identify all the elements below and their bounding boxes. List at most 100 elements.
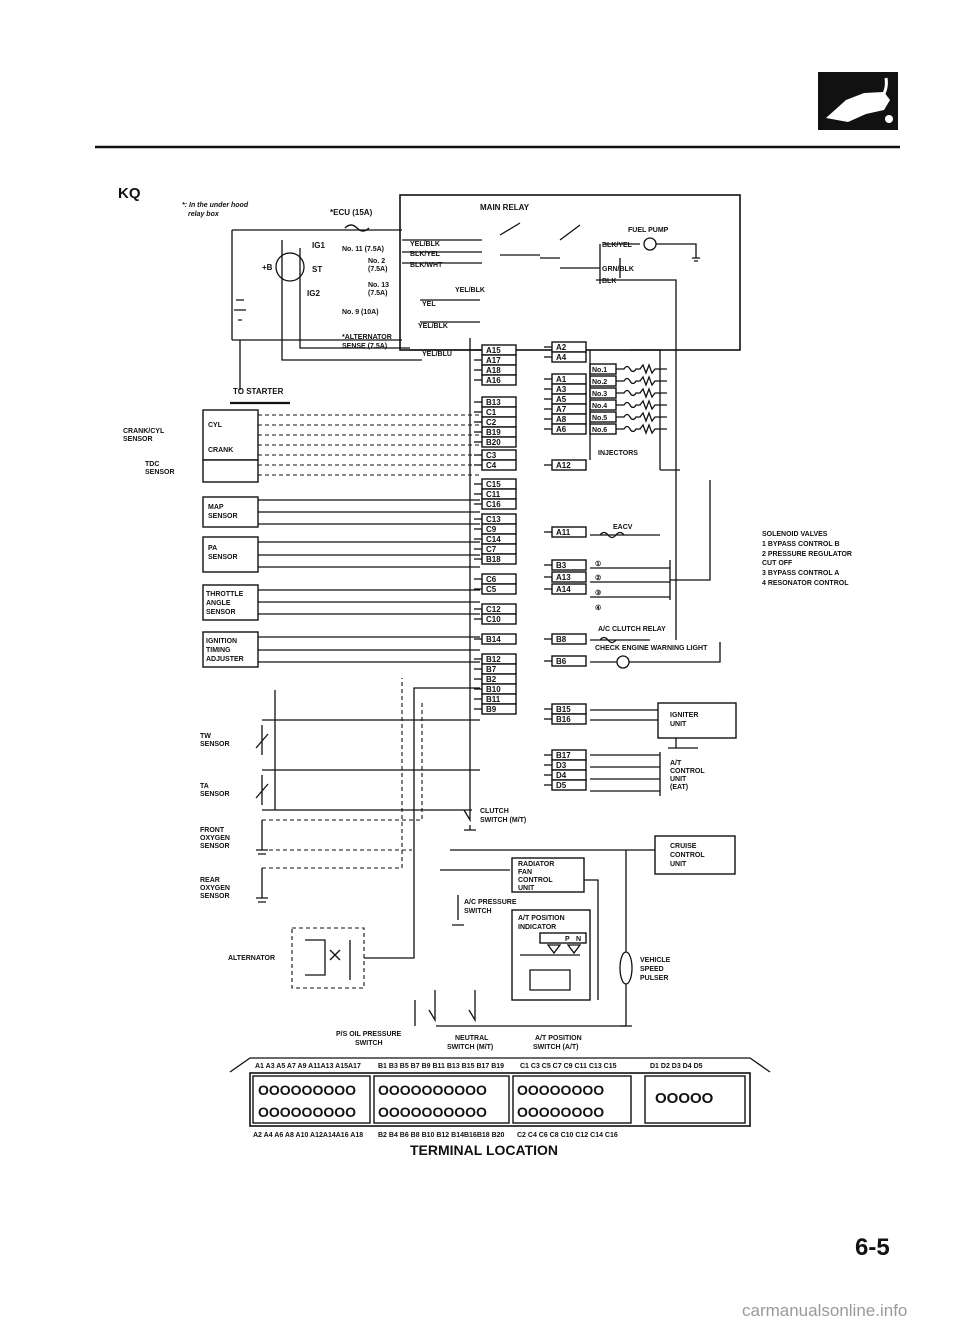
ignition-switch-symbol (275, 252, 305, 282)
ps-label-2: SWITCH (355, 1040, 383, 1047)
fuse-no9-label: No. 9 (10A) (342, 309, 379, 316)
crank-cyl-sensor-box (202, 409, 259, 461)
alt-sense-rating: SENSE (7.5A) (342, 343, 387, 350)
ta-thermistor (255, 775, 269, 805)
injector-3-label: No.3 (592, 391, 607, 398)
pin-label-b8: B8 (556, 635, 567, 644)
fuse-no2-label: No. 2 (368, 258, 385, 265)
injectors-label: INJECTORS (598, 450, 638, 457)
pin-label-a4: A4 (556, 353, 567, 362)
ac-pressure-label: A/C PRESSURE (464, 899, 517, 906)
pin-label-b12: B12 (486, 655, 501, 664)
injector-5-label: No.5 (592, 415, 607, 422)
injector-coil (616, 363, 667, 375)
ta-label-2: SENSOR (200, 791, 230, 798)
wire-grn-blk: GRN/BLK (602, 266, 634, 273)
throttle-label-2: ANGLE (206, 600, 231, 607)
vss-label: VEHICLE (640, 957, 671, 964)
outputs: No.1No.2No.3No.4No.5No.6 INJECTORS EACV … (336, 349, 737, 1051)
wire-yel-blk-2: YEL/BLK (455, 287, 485, 294)
fuse-no13-rating: (7.5A) (368, 290, 387, 297)
term-top-b: B1 B3 B5 B7 B9 B11 B13 B15 B17 B19 (378, 1063, 504, 1070)
model-code: KQ (118, 185, 141, 202)
at-pos-label-2: INDICATOR (518, 924, 556, 931)
legend-item-2: 2 PRESSURE REGULATOR (762, 551, 852, 558)
tdc-sensor-box (202, 459, 259, 483)
pins-b-bottom: OOOOOOOOOO (378, 1104, 487, 1120)
wire-yel: YEL (422, 301, 436, 308)
eacv-coil (590, 531, 660, 539)
wire-blk-wht: BLK/WHT (410, 262, 443, 269)
tw-thermistor (255, 725, 269, 755)
rear-o2-label-2: OXYGEN (200, 885, 230, 892)
pins-a-top: OOOOOOOOO (258, 1082, 356, 1098)
ignition-label-2: TIMING (206, 647, 231, 654)
sol-4: ④ (595, 604, 601, 612)
pins-c-bottom: OOOOOOOO (517, 1104, 604, 1120)
at-label-3: UNIT (670, 776, 687, 783)
pa-label-2: SENSOR (208, 554, 238, 561)
terminal-outline (249, 1072, 751, 1127)
legend-title: SOLENOID VALVES (762, 531, 828, 538)
left-sensors: CRANK/CYL SENSOR CYL CRANK TDC SENSOR MA… (123, 409, 480, 989)
watermark: carmanualsonline.info (742, 1301, 907, 1320)
footnote-line1: *: In the under hood (182, 202, 249, 209)
cel-lamp (616, 655, 630, 669)
pin-label-d3: D3 (556, 761, 567, 770)
sol-1: ① (595, 560, 601, 568)
term-top-c: C1 C3 C5 C7 C9 C11 C13 C15 (520, 1063, 617, 1070)
vss-symbol (619, 951, 633, 985)
pin-label-c3: C3 (486, 451, 497, 460)
pin-label-d5: D5 (556, 781, 567, 790)
pins-d: OOOOO (655, 1090, 714, 1107)
clutch-label: CLUTCH (480, 808, 509, 815)
atpos-switch-label-2: SWITCH (A/T) (533, 1044, 579, 1051)
pin-label-b11: B11 (486, 695, 501, 704)
term-top-d: D1 D2 D3 D4 D5 (650, 1063, 703, 1070)
at-pos-label: A/T POSITION (518, 915, 565, 922)
pin-label-a13: A13 (556, 573, 571, 582)
pin-label-b16: B16 (556, 715, 571, 724)
injector-coil (616, 423, 667, 435)
ecu-fuse-label: *ECU (15A) (330, 208, 373, 217)
atpos-switch-label: A/T POSITION (535, 1035, 582, 1042)
pin-label-c13: C13 (486, 515, 501, 524)
cruise-label: CRUISE (670, 843, 697, 850)
pin-label-c7: C7 (486, 545, 497, 554)
pin-label-c9: C9 (486, 525, 497, 534)
pin-label-b13: B13 (486, 398, 501, 407)
legend-item-4: 4 RESONATOR CONTROL (762, 580, 849, 587)
ps-label: P/S OIL PRESSURE (336, 1031, 402, 1038)
pin-label-a18: A18 (486, 366, 501, 375)
st-label: ST (312, 265, 322, 274)
pa-label: PA (208, 545, 217, 552)
ac-pressure-label-2: SWITCH (464, 908, 492, 915)
footnote-line2: relay box (188, 211, 220, 218)
pin-label-c15: C15 (486, 480, 501, 489)
cruise-label-2: CONTROL (670, 852, 705, 859)
connector-c (512, 1075, 632, 1124)
n-label: N (576, 936, 581, 943)
igniter-label: IGNITER (670, 712, 698, 719)
injector-6-label: No.6 (592, 427, 607, 434)
pin-label-b10: B10 (486, 685, 501, 694)
alternator-box (291, 927, 365, 989)
connector-d (644, 1075, 746, 1124)
throttle-label: THROTTLE (206, 591, 244, 598)
legend-item-1: 1 BYPASS CONTROL B (762, 541, 840, 548)
neutral-label-2: SWITCH (M/T) (447, 1044, 493, 1051)
pin-label-b14: B14 (486, 635, 501, 644)
connector-a (252, 1075, 371, 1124)
ignition-label: IGNITION (206, 638, 237, 645)
radiator-label-3: CONTROL (518, 877, 553, 884)
cruise-label-3: UNIT (670, 861, 687, 868)
pin-label-a3: A3 (556, 385, 567, 394)
ig1-label: IG1 (312, 241, 325, 250)
rear-o2-label-3: SENSOR (200, 893, 230, 900)
pin-label-a14: A14 (556, 585, 571, 594)
pin-label-b6: B6 (556, 657, 567, 666)
fuel-pump-label: FUEL PUMP (628, 227, 669, 234)
cel-label: CHECK ENGINE WARNING LIGHT (595, 645, 708, 652)
to-starter-label: TO STARTER (233, 387, 284, 396)
map-sensor-box (202, 496, 259, 528)
